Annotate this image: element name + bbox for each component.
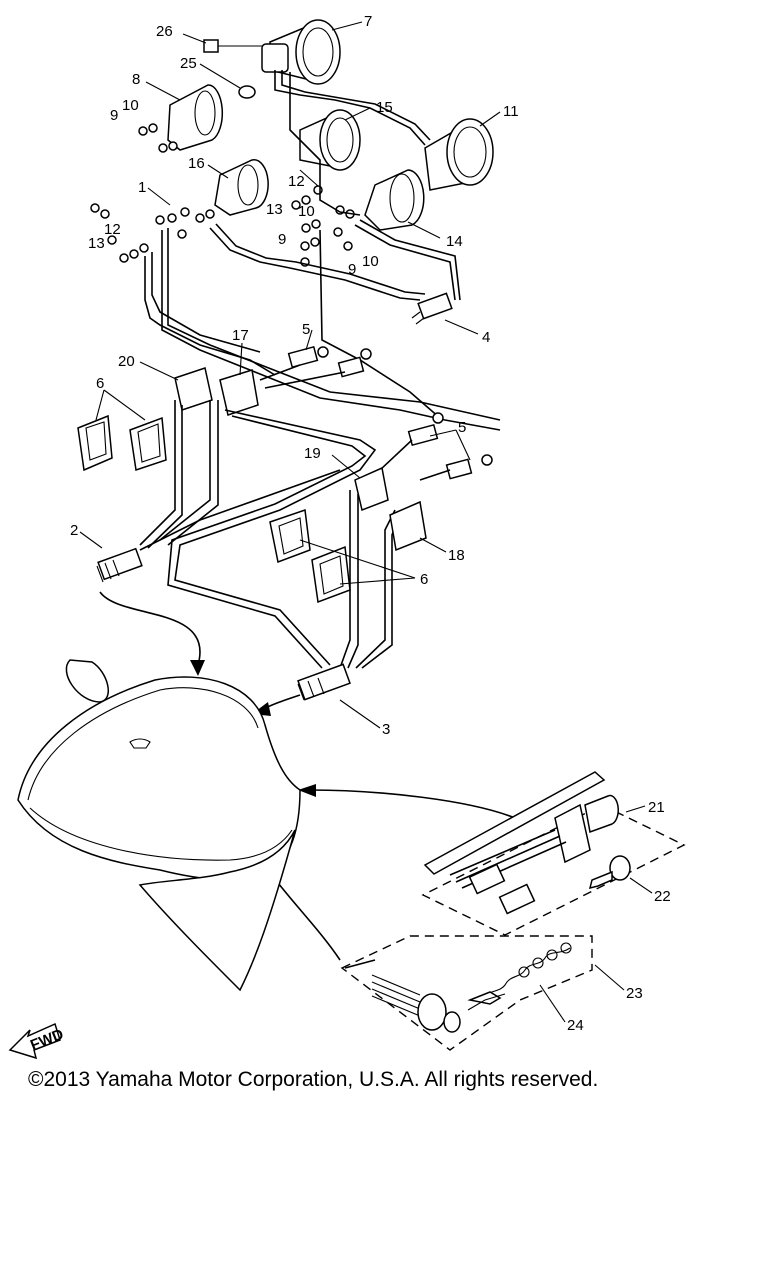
- callout-10: 10: [122, 97, 139, 114]
- switch-covers-6-center: [269, 508, 351, 604]
- connector-3: [297, 663, 351, 701]
- callout-8: 8: [132, 71, 140, 88]
- callout-17: 17: [232, 327, 249, 344]
- callout-10-center: 10: [298, 203, 315, 220]
- callout-18: 18: [448, 547, 465, 564]
- callout-12-center: 12: [288, 173, 305, 190]
- bracket-8: [138, 84, 224, 153]
- key-22: [588, 855, 631, 890]
- callout-19: 19: [304, 445, 321, 462]
- hardware-left: [90, 203, 215, 263]
- callout-22: 22: [654, 888, 671, 905]
- callout-6-center: 6: [420, 571, 428, 588]
- callout-11: 11: [503, 103, 519, 120]
- connectors-5-right: [379, 412, 493, 481]
- callout-7: 7: [364, 13, 372, 30]
- callout-9-lower: 9: [348, 261, 356, 278]
- callout-5-top: 5: [302, 321, 310, 338]
- lanyard-24: [467, 942, 572, 1011]
- switch-17: [219, 369, 259, 416]
- bracket-14: [364, 169, 425, 231]
- callout-14: 14: [446, 233, 463, 250]
- switch-19: [354, 466, 389, 512]
- connector-2: [96, 547, 143, 583]
- callout-6-left: 6: [96, 375, 104, 392]
- callout-25: 25: [180, 55, 197, 72]
- callout-13-left: 13: [88, 235, 105, 252]
- washer-25: [238, 85, 256, 99]
- callout-24: 24: [567, 1017, 584, 1034]
- callout-13-center: 13: [266, 201, 283, 218]
- connector-4: [411, 292, 453, 325]
- hardware-center: [291, 185, 355, 267]
- panel-21: [421, 771, 686, 936]
- callout-labels: 26 7 25 8 10 9 15 11 16 12 1 13 10 12 9 …: [70, 13, 671, 1034]
- switch-covers-6-left: [77, 414, 167, 472]
- leader-lines: [79, 21, 653, 1023]
- bracket-16: [214, 159, 269, 216]
- bolt-26: [203, 39, 262, 53]
- gauge-11: [424, 118, 494, 191]
- lower-harness: [139, 400, 401, 669]
- callout-12-left: 12: [104, 221, 121, 238]
- hull: [17, 659, 301, 992]
- connectors-5-top: [259, 345, 372, 389]
- callout-3: 3: [382, 721, 390, 738]
- callout-9-center: 9: [278, 231, 286, 248]
- callout-4: 4: [482, 329, 490, 346]
- callout-5-right: 5: [458, 419, 466, 436]
- kit-23: [340, 935, 593, 1051]
- switch-18: [389, 500, 427, 552]
- fwd-label: FWD: [28, 1026, 66, 1055]
- callout-15: 15: [376, 99, 393, 116]
- callout-9: 9: [110, 107, 118, 124]
- callout-23: 23: [626, 985, 643, 1002]
- callout-2: 2: [70, 522, 78, 539]
- callout-20: 20: [118, 353, 135, 370]
- gauge-harness: [144, 70, 501, 431]
- fwd-arrow-icon: FWD: [8, 1022, 66, 1060]
- switch-20: [174, 367, 213, 411]
- gauge-7: [261, 19, 341, 85]
- gauge-15: [299, 109, 361, 171]
- callout-10-lower: 10: [362, 253, 379, 270]
- callout-1: 1: [138, 179, 146, 196]
- callout-16: 16: [188, 155, 205, 172]
- callout-26: 26: [156, 23, 173, 40]
- copyright-notice: ©2013 Yamaha Motor Corporation, U.S.A. A…: [28, 1068, 599, 1091]
- parts-diagram: FWD 26 7 25 8 10 9 15 11 16 12 1 13 10 1…: [8, 13, 686, 1060]
- callout-21: 21: [648, 799, 665, 816]
